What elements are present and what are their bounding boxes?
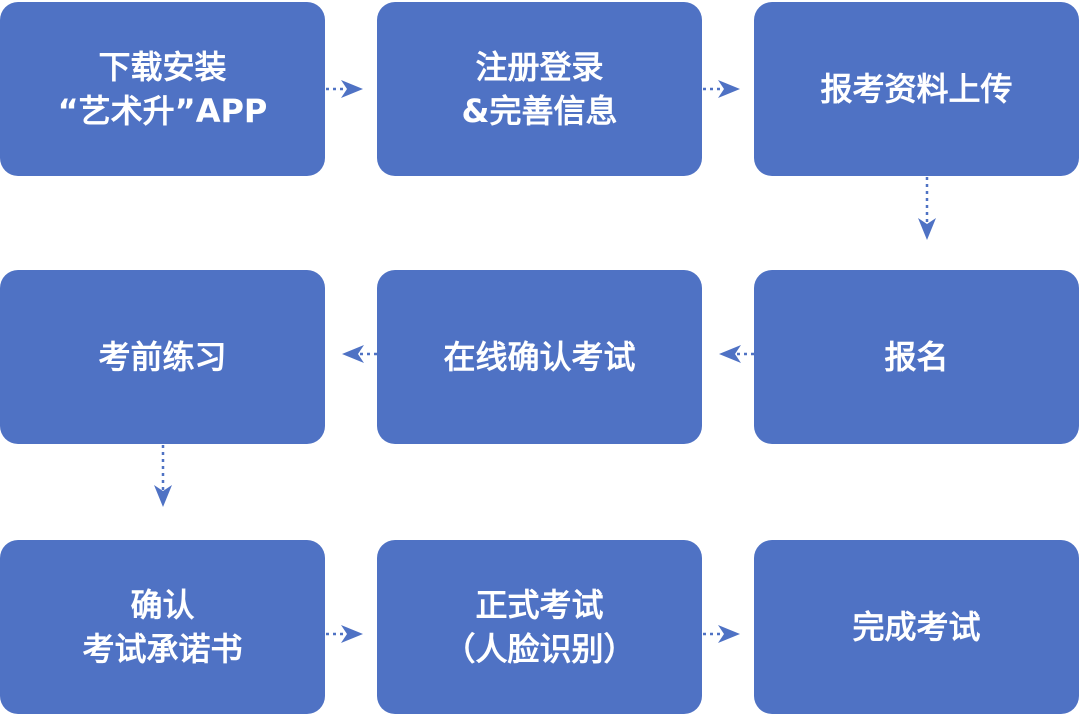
arrow-right-icon xyxy=(341,80,363,98)
arrow-right-icon xyxy=(718,625,740,643)
arrow-right-icon xyxy=(718,80,740,98)
step-apply-line-1: 报名 xyxy=(884,338,949,376)
step-confirm-online: 在线确认考试 xyxy=(377,270,702,444)
step-register-login: 注册登录 &完善信息 xyxy=(377,2,702,176)
step-confirm-online-line-1: 在线确认考试 xyxy=(443,338,636,376)
step-formal-exam-line-1: 正式考试 xyxy=(475,586,604,624)
step-pledge-line-1: 确认 xyxy=(130,586,195,624)
step-complete: 完成考试 xyxy=(754,540,1079,714)
arrow-down-icon xyxy=(918,218,936,240)
step-download-install-line-2: “艺术升”APP xyxy=(57,92,268,130)
step-register-login-line-1: 注册登录 xyxy=(475,48,604,86)
step-pledge: 确认 考试承诺书 xyxy=(0,540,325,714)
arrow-left-icon xyxy=(342,345,364,363)
arrow-down-icon xyxy=(154,485,172,507)
step-upload-materials: 报考资料上传 xyxy=(754,2,1079,176)
step-upload-materials-line-1: 报考资料上传 xyxy=(820,70,1013,108)
step-complete-line-1: 完成考试 xyxy=(852,608,981,646)
step-pledge-line-2: 考试承诺书 xyxy=(82,630,243,668)
step-formal-exam-line-2: （人脸识别） xyxy=(443,630,636,668)
arrow-left-icon xyxy=(719,345,741,363)
step-practice: 考前练习 xyxy=(0,270,325,444)
step-register-login-line-2: &完善信息 xyxy=(461,92,618,130)
step-download-install: 下载安装 “艺术升”APP xyxy=(0,2,325,176)
step-apply: 报名 xyxy=(754,270,1079,444)
step-formal-exam: 正式考试 （人脸识别） xyxy=(377,540,702,714)
step-download-install-line-1: 下载安装 xyxy=(98,48,227,86)
arrow-right-icon xyxy=(341,625,363,643)
step-practice-line-1: 考前练习 xyxy=(98,338,227,376)
